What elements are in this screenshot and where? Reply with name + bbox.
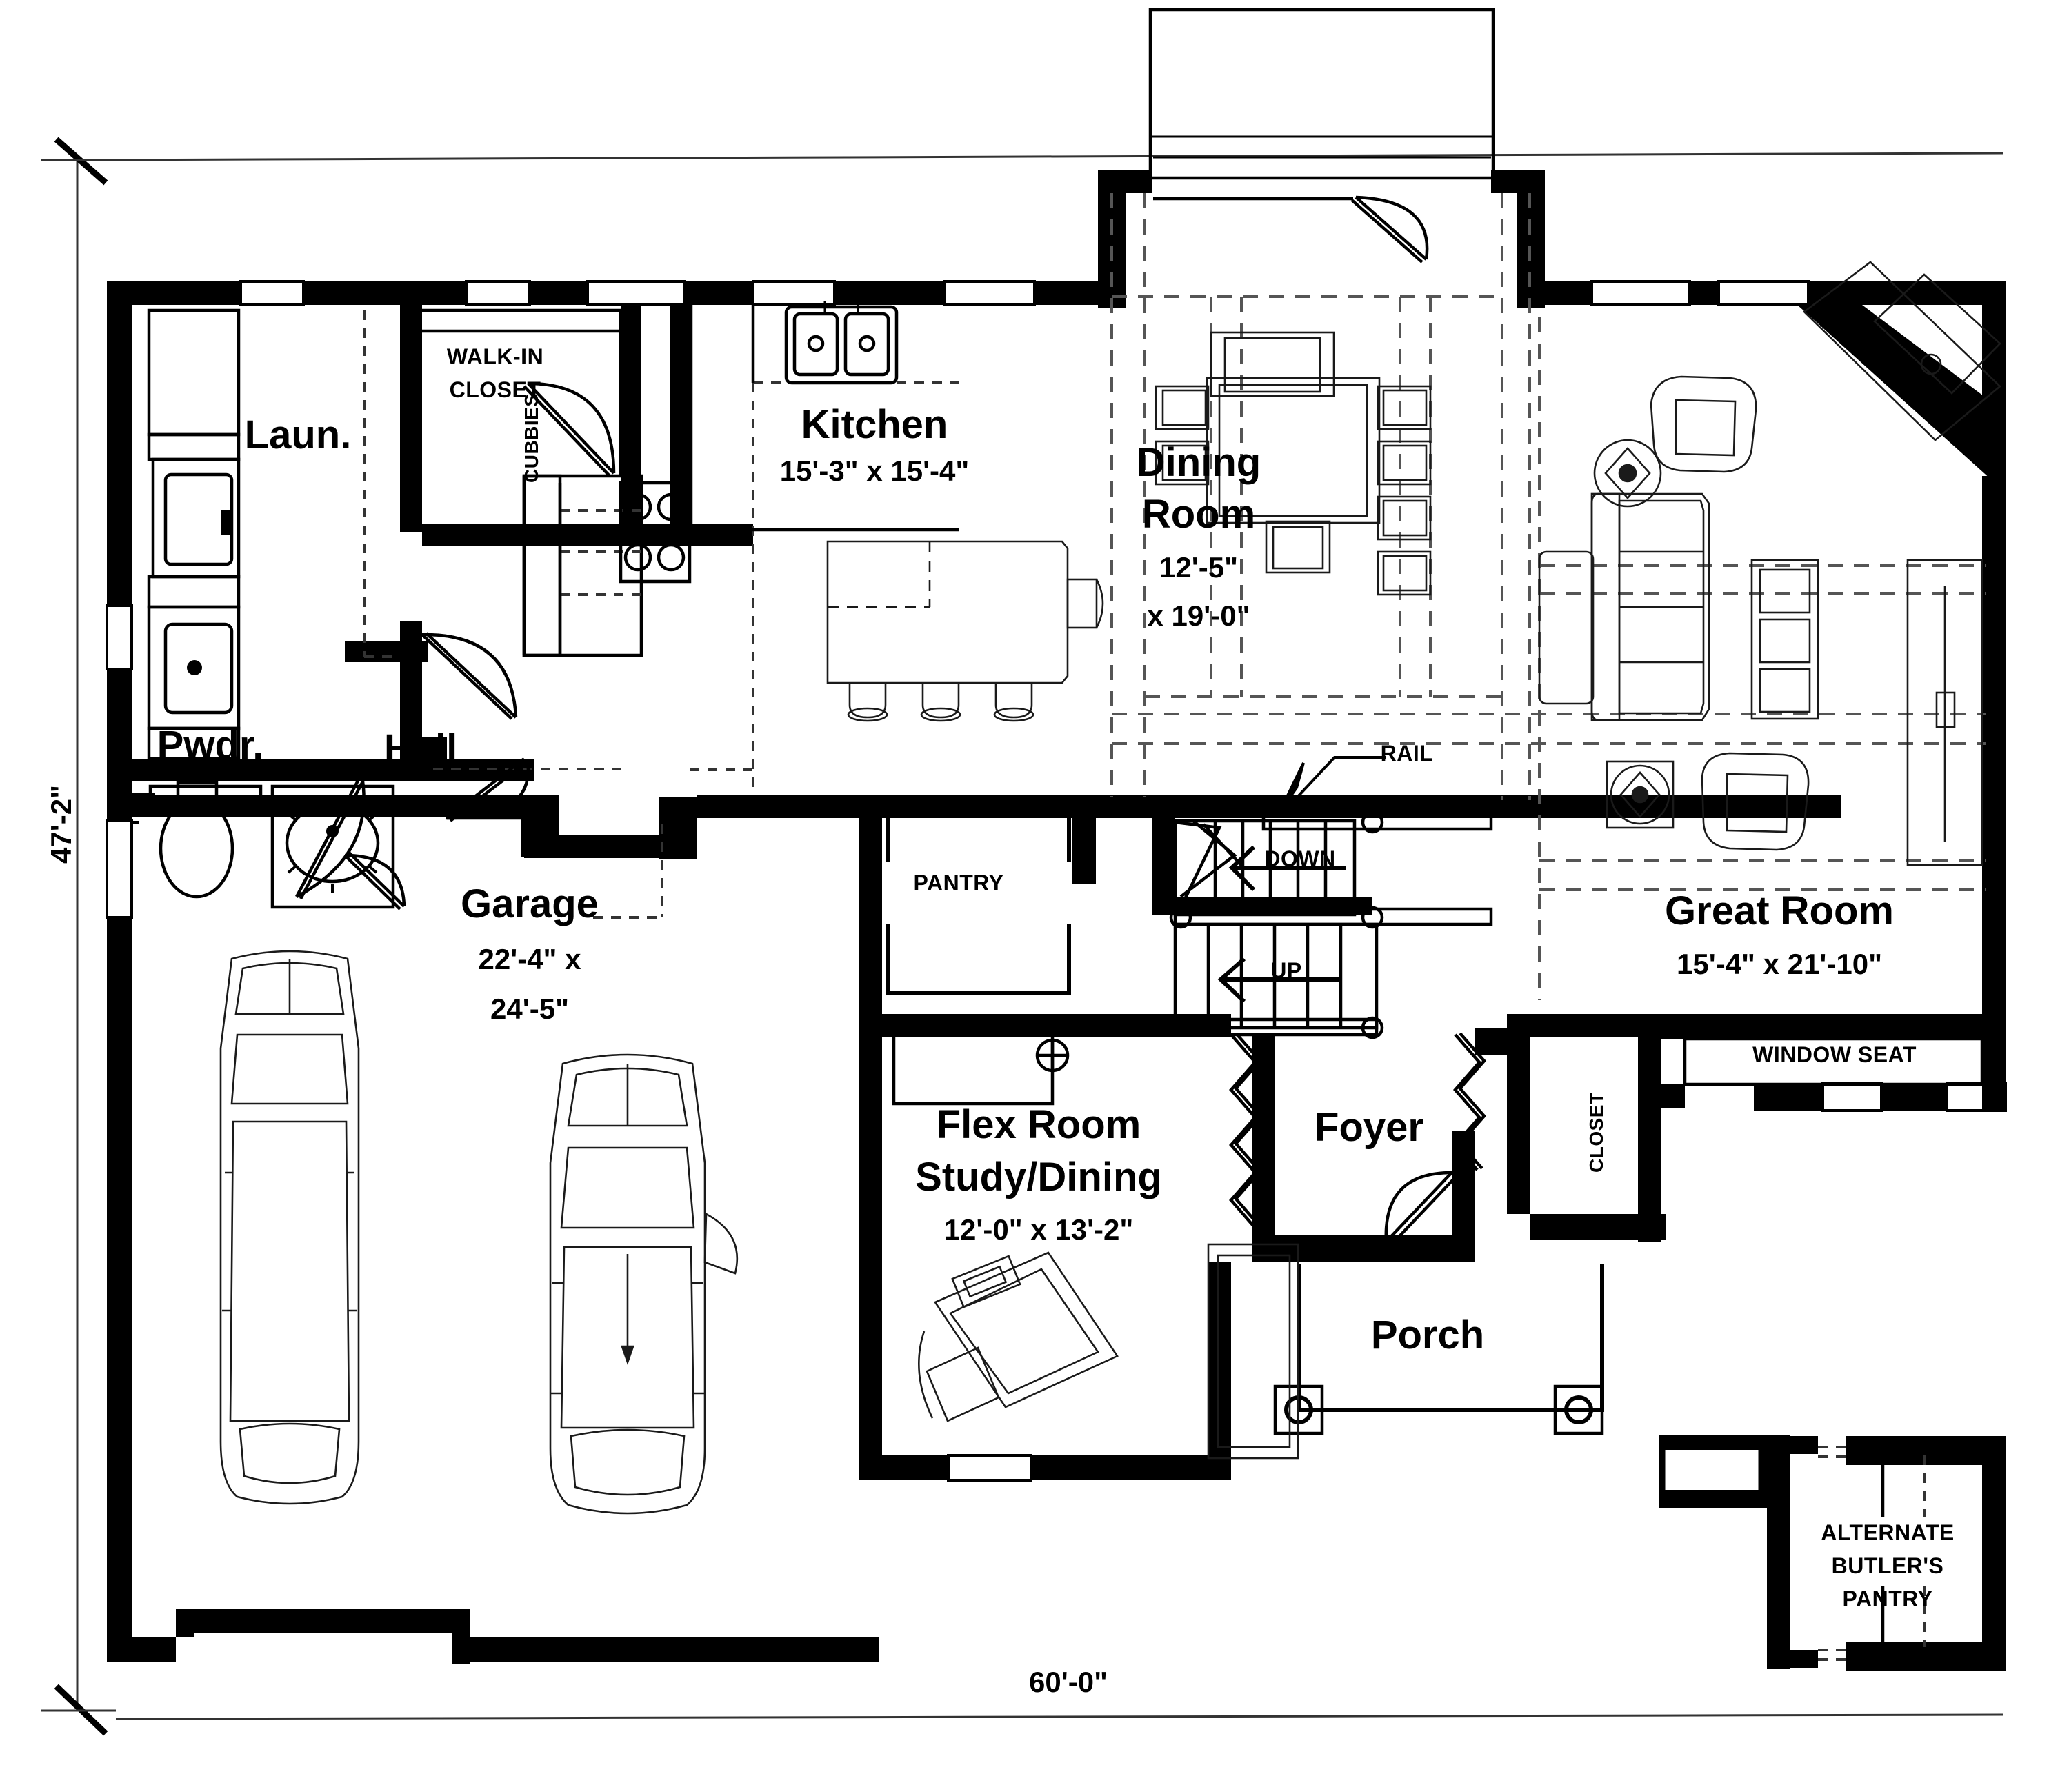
room-label-laundry: Laun. xyxy=(244,412,352,457)
overall-depth-dimension: 47'-2" xyxy=(45,785,77,864)
garage-dimension-line2: 24'-5" xyxy=(490,993,569,1025)
dining-dimension-line2: x 19'-0" xyxy=(1147,599,1250,632)
alternate-butlers-pantry-inset xyxy=(1659,1435,2006,1671)
room-label-great-room: Great Room xyxy=(1665,888,1894,933)
dining-dimension-line1: 12'-5" xyxy=(1159,551,1238,584)
dimension-lines xyxy=(41,137,2004,1736)
door-swings-hall xyxy=(446,757,538,822)
dining-furniture xyxy=(1155,331,1432,596)
powder-room-fixtures xyxy=(148,778,406,910)
room-label-kitchen: Kitchen xyxy=(801,402,948,447)
overall-width-dimension: 60'-0" xyxy=(1029,1666,1108,1698)
door-swings-laundry xyxy=(421,381,616,720)
room-label-flex-line2: Study/Dining xyxy=(915,1155,1162,1199)
foyer-openings xyxy=(1229,1032,1486,1247)
window-seat-label: WINDOW SEAT xyxy=(1752,1042,1917,1067)
great-room-furniture xyxy=(1538,261,2001,866)
flex-dimension: 12'-0" x 13'-2" xyxy=(943,1213,1134,1246)
laundry-fixtures xyxy=(147,308,241,761)
alt-pantry-label-line2: BUTLER'S xyxy=(1831,1553,1944,1578)
flex-room-furniture xyxy=(892,1033,1299,1460)
walk-in-closet-label-line2: CLOSET xyxy=(449,377,541,402)
pantry-label: PANTRY xyxy=(913,870,1004,895)
window-seat-box xyxy=(1683,1037,1984,1086)
garage-vehicles xyxy=(219,950,739,1515)
room-label-porch: Porch xyxy=(1370,1313,1485,1357)
rail-label: RAIL xyxy=(1380,741,1434,766)
room-label-foyer: Foyer xyxy=(1315,1105,1423,1150)
room-label-powder: Pwdr. xyxy=(157,723,264,768)
kitchen-fixtures xyxy=(619,301,1104,722)
great-room-dimension: 15'-4" x 21'-10" xyxy=(1677,948,1882,980)
dining-door-swing xyxy=(1153,195,1429,263)
cubbies xyxy=(522,474,643,657)
up-label: UP xyxy=(1270,958,1302,983)
pantry-shelving xyxy=(886,818,1071,995)
walk-in-closet-shelf xyxy=(422,308,623,476)
room-label-dining-line2: Room xyxy=(1141,492,1256,537)
down-label: DOWN xyxy=(1264,846,1336,871)
alt-pantry-label-line3: PANTRY xyxy=(1842,1586,1933,1611)
alt-pantry-label-line1: ALTERNATE xyxy=(1821,1520,1955,1545)
walk-in-closet-label-line1: WALK-IN xyxy=(446,344,544,369)
room-label-flex-line1: Flex Room xyxy=(936,1102,1141,1147)
cubbies-label: CUBBIES xyxy=(521,393,542,483)
room-label-dining-line1: Dining xyxy=(1136,440,1261,485)
kitchen-dimension: 15'-3" x 15'-4" xyxy=(779,455,970,487)
room-label-hall: Hall xyxy=(383,726,458,771)
room-label-garage: Garage xyxy=(461,882,599,926)
closet-label: CLOSET xyxy=(1586,1092,1607,1173)
walls xyxy=(106,170,2007,1664)
garage-dimension-line1: 22'-4" x xyxy=(478,943,581,975)
staircase xyxy=(1169,756,1493,1039)
